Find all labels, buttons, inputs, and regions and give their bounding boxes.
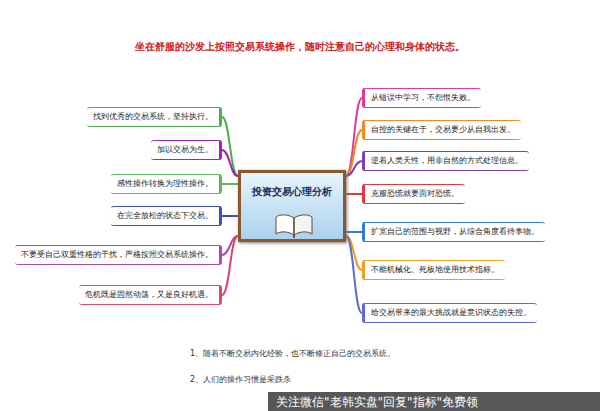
branch-box: 扩宽自己的范围与视野，从综合角度看待事物。	[362, 222, 545, 242]
node-text: 克服恐慌就要面对恐慌。	[371, 189, 459, 199]
node-text: 扩宽自己的范围与视野，从综合角度看待事物。	[371, 227, 539, 237]
branch-line	[222, 183, 238, 185]
node-text: 从错误中学习，不怨恨失败。	[371, 93, 475, 103]
branch-box: 自控的关键在于，交易要少从自我出发。	[362, 120, 521, 140]
branch-line	[346, 161, 362, 176]
node-text: 投资交易心理分析	[252, 185, 332, 199]
node-text: 不能机械化、死板地使用技术指标。	[371, 265, 499, 275]
node-text: 加以交易为生。	[157, 145, 213, 155]
watermark: 关注微信"老韩实盘"回复"指标"免费领	[276, 394, 478, 411]
node-text: 不要受自己双重性格的干扰，严格按照交易系统操作。	[21, 250, 213, 260]
branch-box: 危机既是固然动荡，又是良好机遇。	[79, 285, 222, 305]
node-text: 给交易带来的最大挑战就是意识状态的失控。	[371, 308, 531, 318]
branch-box: 找到优秀的交易系统，坚持执行。	[87, 107, 222, 127]
branch-box: 在完全放松的状态下交易。	[111, 206, 222, 226]
branch-box: 给交易带来的最大挑战就是意识状态的失控。	[362, 303, 537, 323]
branch-line	[222, 215, 238, 217]
branch-box: 克服恐慌就要面对恐慌。	[362, 184, 465, 204]
node-text: 找到优秀的交易系统，坚持执行。	[93, 112, 213, 122]
branch-line	[222, 236, 238, 295]
branch-box: 从错误中学习，不怨恨失败。	[362, 88, 481, 108]
node-text: 逆着人类天性，用非自然的方式处理信息。	[371, 156, 523, 166]
branch-line	[222, 150, 238, 176]
branch-line	[346, 231, 362, 233]
branch-box: 不能机械化、死板地使用技术指标。	[362, 260, 505, 280]
node-text: 危机既是固然动荡，又是良好机遇。	[85, 290, 213, 300]
branch-line	[222, 117, 238, 176]
branch-line	[346, 193, 362, 195]
node-text: 在完全放松的状态下交易。	[117, 211, 213, 221]
branch-box: 感性操作转换为理性操作。	[111, 174, 222, 194]
note-text: 1、随着不断交易内化经验，也不断修正自己的交易系统。	[190, 348, 395, 359]
node-text: 自控的关键在于，交易要少从自我出发。	[371, 125, 515, 135]
branch-box: 不要受自己双重性格的干扰，严格按照交易系统操作。	[15, 245, 222, 265]
branch-box: 逆着人类天性，用非自然的方式处理信息。	[362, 151, 529, 171]
title: 坐在舒服的沙发上按照交易系统操作，随时注意自己的心理和身体的状态。	[0, 40, 600, 54]
book-icon	[274, 212, 314, 238]
branch-line	[346, 98, 362, 176]
watermark-ground	[268, 392, 600, 411]
branch-box: 加以交易为生。	[151, 140, 222, 160]
node-text: 感性操作转换为理性操作。	[117, 179, 213, 189]
branch-line	[346, 130, 362, 176]
note-text: 2、人们的操作习惯是采跌杀	[190, 374, 291, 385]
branch-line	[346, 236, 362, 313]
